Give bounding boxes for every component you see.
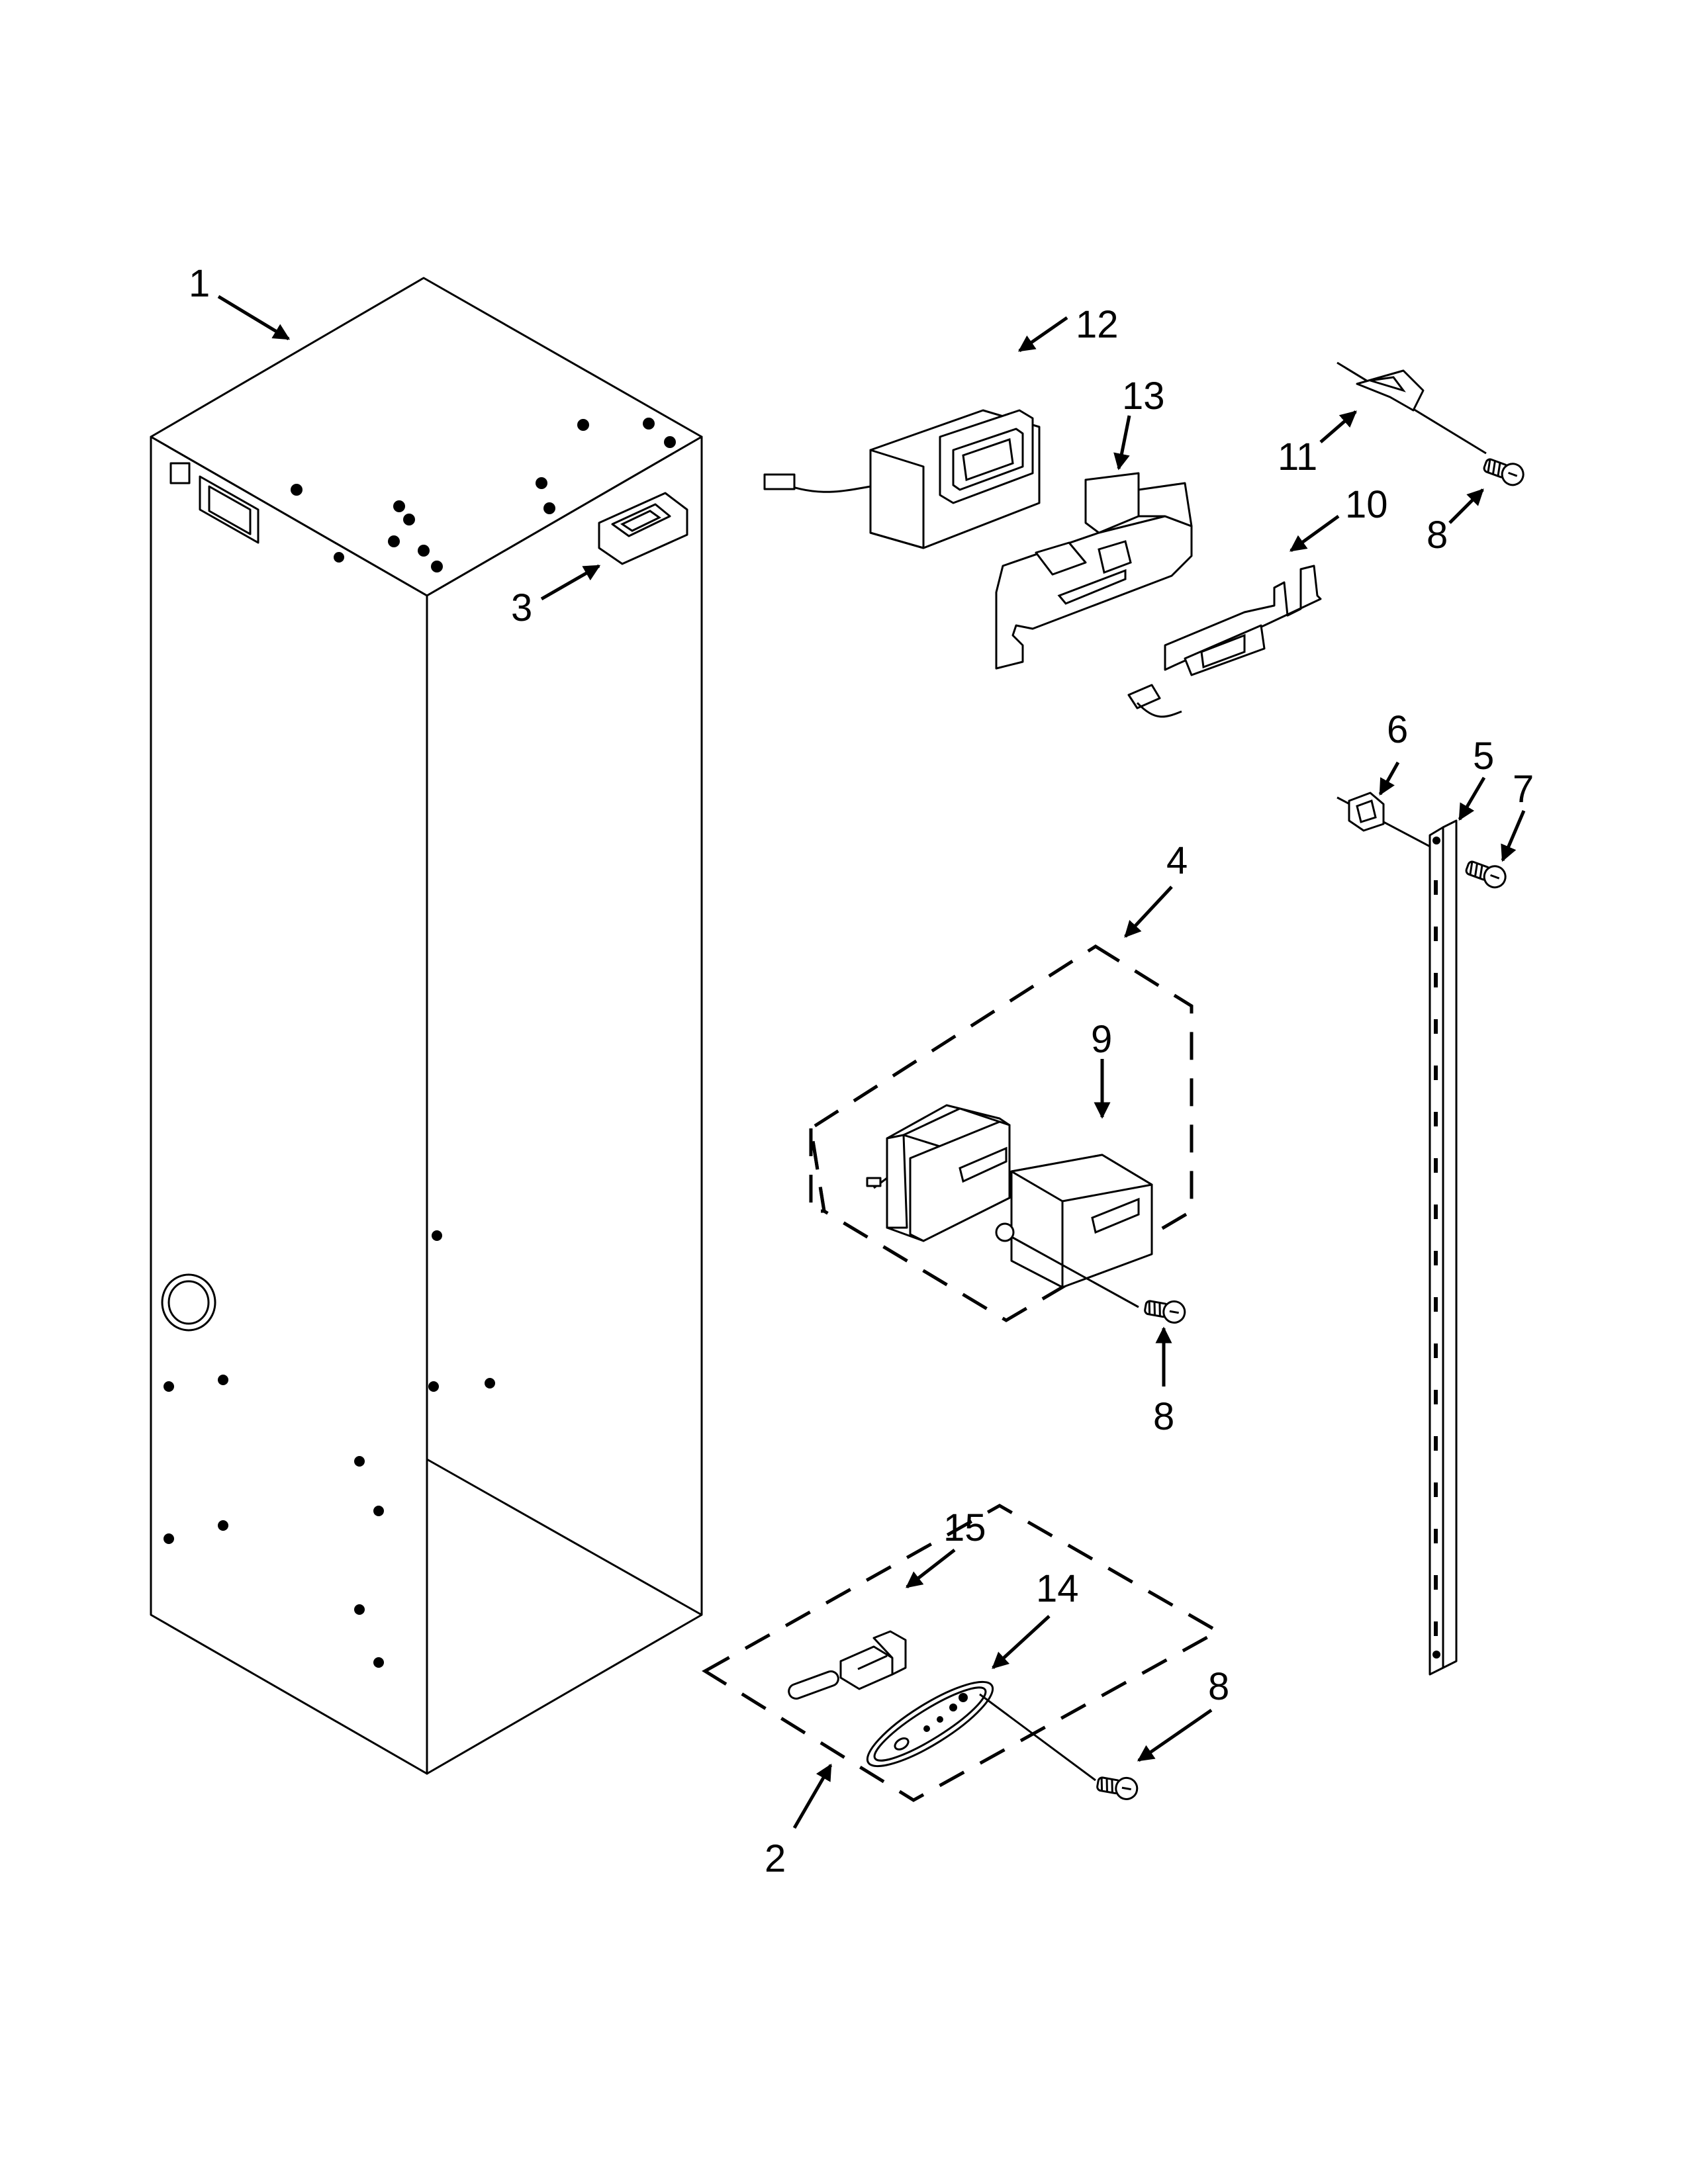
- callout-8: 8: [1153, 1395, 1174, 1438]
- callout-15: 15: [943, 1506, 986, 1549]
- light-clip: [1336, 361, 1487, 455]
- light-cover: [995, 472, 1193, 670]
- cabinet-fitting: [598, 492, 688, 565]
- rail-screw: [1462, 856, 1510, 891]
- callout-8: 8: [1208, 1665, 1229, 1708]
- cabinet: [150, 277, 703, 1775]
- callout-13: 13: [1122, 375, 1165, 418]
- screw: [1143, 1295, 1188, 1326]
- callout-8: 8: [1427, 514, 1448, 557]
- control-board: [866, 1104, 1011, 1242]
- callouts: 1 12 13 11 8 10 3 4 9 8 6 5 7 15 14 8 2: [189, 262, 1534, 1880]
- mounting-rail: [1429, 819, 1458, 1676]
- control-cover: [995, 1154, 1153, 1308]
- rail-slots: [1432, 837, 1440, 1659]
- callout-3: 3: [511, 586, 532, 629]
- callout-4: 4: [1166, 839, 1188, 882]
- callout-7: 7: [1513, 768, 1534, 811]
- callout-5: 5: [1473, 735, 1494, 778]
- callout-6: 6: [1387, 708, 1408, 751]
- callout-2: 2: [765, 1837, 786, 1880]
- wire-connector: [763, 473, 796, 490]
- cabinet-port-hole: [161, 1273, 216, 1332]
- callout-11: 11: [1278, 435, 1317, 478]
- callout-1: 1: [189, 262, 210, 305]
- electronic-control-assembly: [809, 944, 1194, 1322]
- callout-9: 9: [1091, 1018, 1112, 1061]
- callout-10: 10: [1345, 483, 1388, 526]
- callout-14: 14: [1036, 1567, 1079, 1610]
- cabinet-small-port: [169, 462, 191, 484]
- temperature-sensor: [788, 1630, 907, 1700]
- user-interface-assembly: [702, 1504, 1222, 1802]
- light-housing: [763, 409, 1041, 549]
- light-bracket: [1127, 565, 1322, 718]
- keypad: [866, 1680, 1096, 1782]
- callout-12: 12: [1076, 303, 1119, 346]
- screw: [1095, 1772, 1140, 1802]
- screw: [1480, 453, 1528, 489]
- leader-lines: [217, 295, 1526, 1829]
